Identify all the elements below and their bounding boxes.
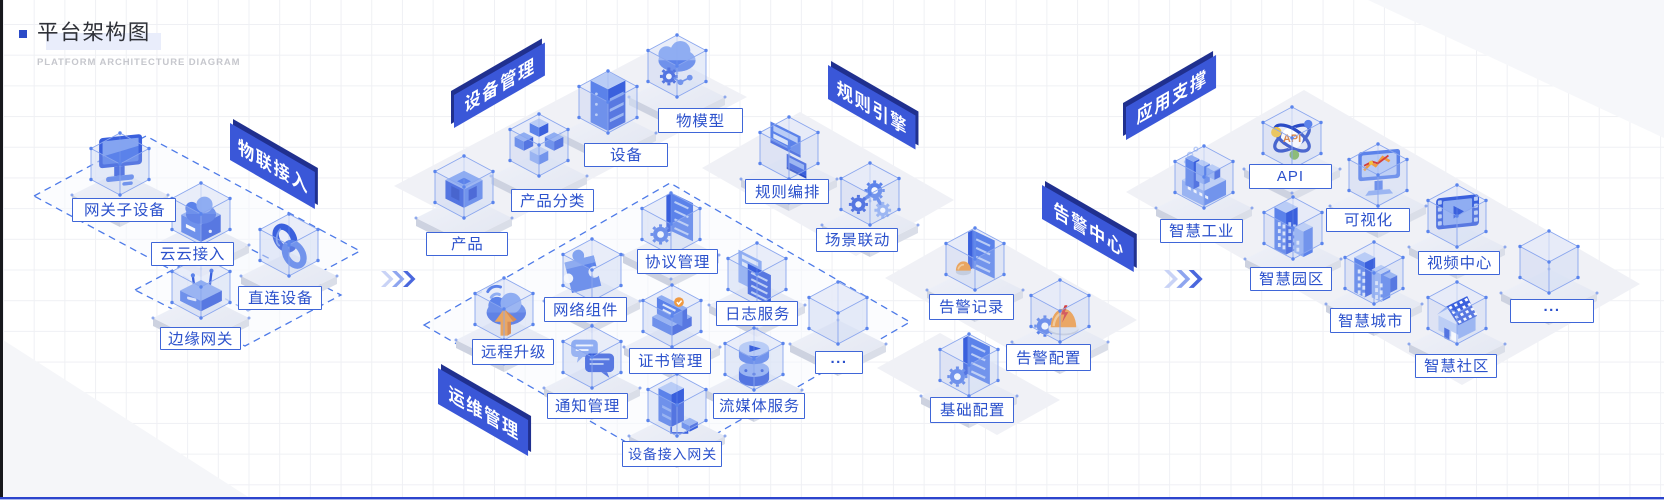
docs-icon: [738, 249, 771, 306]
left-border-line: [0, 0, 3, 500]
server-icon: [590, 71, 626, 131]
banner-app-support: [1126, 55, 1217, 140]
banner-device-mgmt: [454, 42, 545, 128]
label-smart-community: [1415, 354, 1497, 378]
server-gw-icon: [658, 381, 698, 434]
label-edge-gateway: [160, 327, 241, 350]
glass-cube-edges: [170, 254, 232, 320]
label-product-category: [511, 189, 594, 212]
glass-cube-edges: [1029, 278, 1091, 344]
banner-ops-mgmt: [438, 368, 529, 456]
glass-cube-edges: [170, 181, 232, 247]
banner-iot-access: [230, 123, 315, 209]
label-network-component: [544, 297, 627, 322]
cube-icon: [445, 170, 483, 208]
flow-arrow-1: [381, 271, 416, 287]
bottom-divider-line: [0, 497, 1664, 499]
card-icon: [652, 295, 692, 336]
label-thing-model: [658, 108, 743, 133]
label-rule-orchestration: [745, 179, 829, 204]
label-scene-linkage: [816, 228, 898, 252]
label-notify-mgmt: [547, 393, 628, 419]
glass-cube-edges: [508, 112, 570, 178]
glass-cube-edges: [807, 280, 869, 346]
label-ops-more: ...: [815, 351, 863, 374]
glass-cube-edges: [646, 372, 708, 438]
gear-alarm-icon: [1034, 305, 1079, 337]
label-remote-upgrade: [472, 339, 554, 365]
glass-cube-edges: [258, 212, 320, 278]
glass-cube-edges: [723, 326, 785, 392]
label-video-center: [1418, 251, 1500, 275]
banner-alert-center: [1042, 185, 1134, 272]
label-device-access-gateway: [622, 441, 722, 467]
glass-cube-edges: [1261, 105, 1323, 171]
page-subtitle: PLATFORM ARCHITECTURE DIAGRAM: [37, 57, 241, 68]
label-visualization: [1326, 208, 1410, 232]
glass-cube-edges: [839, 161, 901, 227]
label-product: [426, 232, 508, 256]
label-alert-config: [1006, 344, 1091, 371]
glass-cube-edges: [1426, 183, 1488, 249]
glass-cube-edges: [641, 283, 703, 349]
glass-cube-edges: [473, 276, 535, 342]
label-direct-device: [238, 286, 322, 310]
glass-cube-edges: [646, 33, 708, 99]
doc-gear2-icon: [947, 336, 990, 387]
glass-cube-edges: [1262, 195, 1324, 261]
glass-cube-edges: [1173, 144, 1235, 210]
label-api: API: [1249, 164, 1332, 189]
screens-icon: [770, 121, 807, 179]
label-app-more: ...: [1510, 299, 1594, 323]
label-cloud-access: [151, 242, 234, 266]
glass-cube-edges: [1347, 142, 1409, 208]
node-api: API: [1242, 105, 1342, 201]
title-highlight: [46, 33, 161, 50]
label-basic-config: [930, 397, 1014, 423]
glass-cube-edges: [433, 154, 495, 220]
glass-cube-edges: [938, 332, 1000, 398]
glass-cube-edges: [1426, 280, 1488, 346]
label-media-service: [713, 393, 805, 419]
label-cert-mgmt: [629, 348, 711, 374]
flow-arrow-2: [1164, 270, 1203, 288]
glass-cube-edges: [1518, 229, 1580, 295]
monitor-icon: [99, 134, 143, 186]
doc-gear-icon: [650, 192, 694, 245]
chat-icon: [571, 339, 615, 378]
label-alert-record: [929, 294, 1014, 320]
label-smart-city: [1330, 308, 1411, 333]
title-bullet-icon: [19, 30, 27, 38]
glass-cube-edges: [1343, 240, 1405, 306]
label-device: [584, 143, 668, 167]
glass-cube-edges: [561, 324, 623, 390]
glass-cube-edges: [944, 226, 1006, 292]
glass-cube-edges: [577, 69, 639, 135]
glass-cube-edges: [758, 115, 820, 181]
gear-link-icon: [848, 180, 892, 219]
label-log-service: [716, 301, 798, 326]
glass-cube-edges: [726, 241, 788, 307]
label-gateway-sub-device: [72, 198, 176, 222]
glass-cube-edges: [89, 131, 151, 197]
page-title: [37, 21, 149, 43]
glass-cube-edges: [561, 237, 623, 303]
label-smart-industry: [1160, 219, 1243, 243]
label-smart-park: [1250, 267, 1332, 291]
banner-rule-engine: [828, 65, 916, 150]
label-protocol-mgmt: [637, 249, 718, 274]
